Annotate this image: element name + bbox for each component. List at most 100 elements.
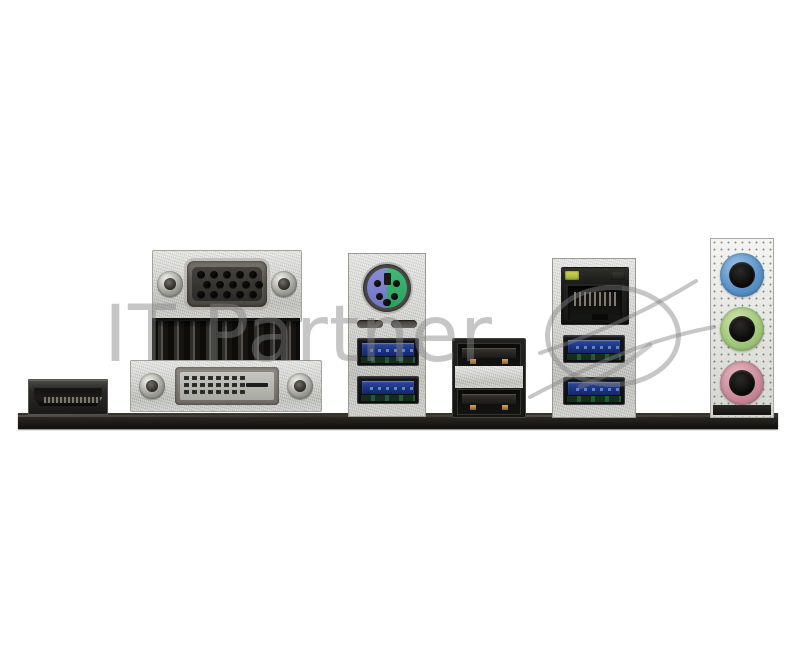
dvi-pin — [208, 390, 213, 394]
rj45-cavity — [568, 286, 622, 320]
io-vent-shadow — [152, 318, 300, 328]
usb3-base — [567, 396, 621, 402]
ps2-pin — [393, 280, 400, 287]
audio-jack-line-out — [720, 307, 764, 351]
vga-pin-hole — [216, 281, 224, 289]
vga-pin-hole — [242, 281, 250, 289]
audio-jack-panel — [710, 238, 774, 418]
vga-pin-hole — [210, 271, 218, 279]
dvi-pin — [184, 390, 189, 394]
vga-pin-hole — [197, 271, 205, 279]
usb3-tongue — [568, 340, 622, 353]
dvi-blade-slot — [246, 383, 268, 387]
ps2-combo-port — [363, 264, 411, 312]
vga-pin-hole — [229, 281, 237, 289]
usb3-port-lower-right — [563, 377, 625, 405]
dvi-cavity — [180, 372, 274, 400]
vga-cavity — [192, 267, 263, 301]
dvi-pin — [240, 390, 245, 394]
vga-port — [187, 261, 267, 307]
rj45-contacts — [574, 292, 616, 306]
dvi-pin — [184, 376, 189, 380]
ps2-usb-bracket — [348, 253, 426, 417]
dvi-screw-right — [287, 373, 313, 399]
usb2-port-stack — [452, 338, 526, 418]
usb3-base — [361, 357, 415, 363]
lan-led-activity — [565, 271, 579, 280]
audio-panel-foot — [713, 405, 771, 415]
vga-pin-hole — [223, 271, 231, 279]
dvi-pin — [224, 376, 229, 380]
hdmi-pins — [44, 397, 102, 403]
usb2-port-lower — [457, 389, 521, 415]
dvi-pin — [232, 390, 237, 394]
dvi-bracket — [130, 360, 322, 412]
usb2-pin — [470, 405, 476, 410]
vga-pin-hole — [255, 281, 263, 289]
vga-pin-hole — [236, 291, 244, 299]
dvi-pin — [192, 383, 197, 387]
vga-pin-hole — [223, 291, 231, 299]
dvi-pin — [224, 390, 229, 394]
audio-jack-line-in — [720, 253, 764, 297]
ps2-pin — [374, 280, 381, 287]
vga-dvi-stack — [130, 250, 322, 418]
usb3-base — [361, 395, 415, 401]
dvi-pin — [232, 376, 237, 380]
dvi-pin — [224, 383, 229, 387]
usb3-contacts — [370, 387, 416, 390]
usb3-contacts — [576, 388, 622, 391]
vga-screw-left — [157, 271, 183, 297]
ps2-pin — [383, 299, 390, 306]
vga-pin-hole — [210, 291, 218, 299]
rj45-lan-port — [561, 267, 629, 325]
usb2-pin — [502, 359, 508, 364]
vga-pin-holes — [192, 267, 263, 301]
vga-pin-hole — [236, 271, 244, 279]
dvi-pin — [192, 376, 197, 380]
dvi-pin — [184, 383, 189, 387]
dvi-pin — [240, 376, 245, 380]
rj45-top-face — [562, 268, 628, 284]
vga-pin-hole — [203, 281, 211, 289]
usb3-port-upper-right — [563, 335, 625, 363]
vga-bracket — [152, 250, 302, 322]
dvi-pin — [216, 376, 221, 380]
dvi-port — [175, 367, 279, 405]
audio-jack-microphone — [720, 361, 764, 405]
lan-led-link — [611, 271, 625, 280]
bracket-tab-right — [391, 320, 417, 328]
usb2-divider — [455, 366, 523, 388]
dvi-pin — [192, 390, 197, 394]
usb3-tongue — [568, 382, 622, 395]
dvi-pin-grid — [184, 376, 250, 396]
usb3-base — [567, 354, 621, 360]
rj45-latch-notch — [592, 314, 608, 320]
usb3-port-upper-left — [357, 338, 419, 366]
usb2-pin — [502, 405, 508, 410]
usb3-tongue — [362, 381, 416, 394]
bracket-tab-left — [357, 320, 383, 328]
ps2-keyway — [384, 273, 391, 285]
usb2-tongue — [462, 348, 516, 358]
dvi-pin — [216, 383, 221, 387]
ps2-pin — [391, 293, 398, 300]
usb3-tongue — [362, 343, 416, 356]
dvi-pin — [240, 383, 245, 387]
dvi-pin — [232, 383, 237, 387]
usb2-pin — [470, 359, 476, 364]
ps2-pin — [376, 293, 383, 300]
dvi-pin — [208, 376, 213, 380]
vga-pin-hole — [249, 291, 257, 299]
hdmi-port — [28, 379, 108, 415]
usb2-tongue — [462, 394, 516, 404]
lan-usb-bracket — [552, 258, 636, 418]
dvi-pin — [208, 383, 213, 387]
vga-screw-right — [271, 271, 297, 297]
dvi-pin — [200, 376, 205, 380]
usb3-port-lower-left — [357, 376, 419, 404]
dvi-pin — [200, 383, 205, 387]
vga-pin-hole — [249, 271, 257, 279]
dvi-screw-left — [139, 373, 165, 399]
